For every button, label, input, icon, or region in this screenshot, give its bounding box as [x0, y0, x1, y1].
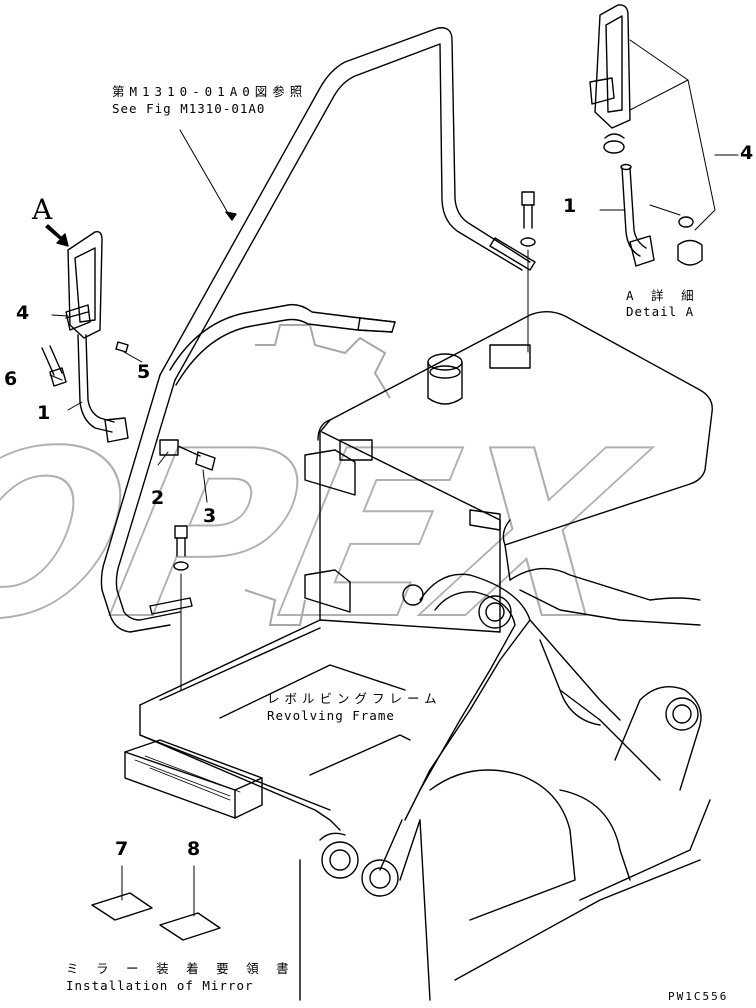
see-fig-note-jp: 第M1310-01A0図参照 [112, 84, 308, 99]
revolving-frame-label-en: Revolving Frame [267, 708, 395, 723]
installation-note-jp: ミ ラ ー 装 着 要 領 書 [66, 961, 294, 976]
detail-a-label-jp: A 詳 細 [626, 288, 699, 303]
detail-a-view [589, 4, 739, 267]
detail-part-number-1: 1 [563, 195, 577, 217]
view-arrow-icon [45, 224, 69, 247]
middle-handrail [169, 303, 396, 386]
installation-note-en: Installation of Mirror [66, 978, 254, 993]
mounting-bolts [173, 191, 536, 691]
see-fig-note-en: See Fig M1310-01A0 [112, 101, 266, 116]
part-number-7: 7 [115, 838, 129, 860]
mirror-assembly-main [45, 224, 129, 443]
part-number-1: 1 [37, 402, 51, 424]
revolving-frame-label-jp: レボルビングフレーム [267, 691, 442, 706]
leader-lines [49, 314, 208, 503]
bolt-6 [41, 345, 67, 387]
part-number-4: 4 [16, 302, 30, 324]
view-letter-a: A [32, 193, 53, 226]
figure-code: PW1C556 [668, 990, 729, 1003]
opex-watermark-text: OPEX [0, 401, 663, 669]
detail-a-label-en: Detail A [626, 304, 695, 319]
instruction-sheets [91, 865, 221, 941]
bracket-2-and-bolt-3 [159, 439, 216, 471]
upper-handrail [100, 27, 536, 633]
detail-part-number-4: 4 [740, 142, 754, 164]
part-number-3: 3 [203, 505, 217, 527]
opex-watermark: OPEX [0, 324, 664, 670]
revolving-frame [124, 311, 713, 1001]
part-number-5: 5 [137, 361, 151, 383]
part-number-2: 2 [151, 487, 165, 509]
pin-5 [115, 341, 129, 353]
part-number-8: 8 [187, 838, 201, 860]
part-number-6: 6 [4, 368, 18, 390]
